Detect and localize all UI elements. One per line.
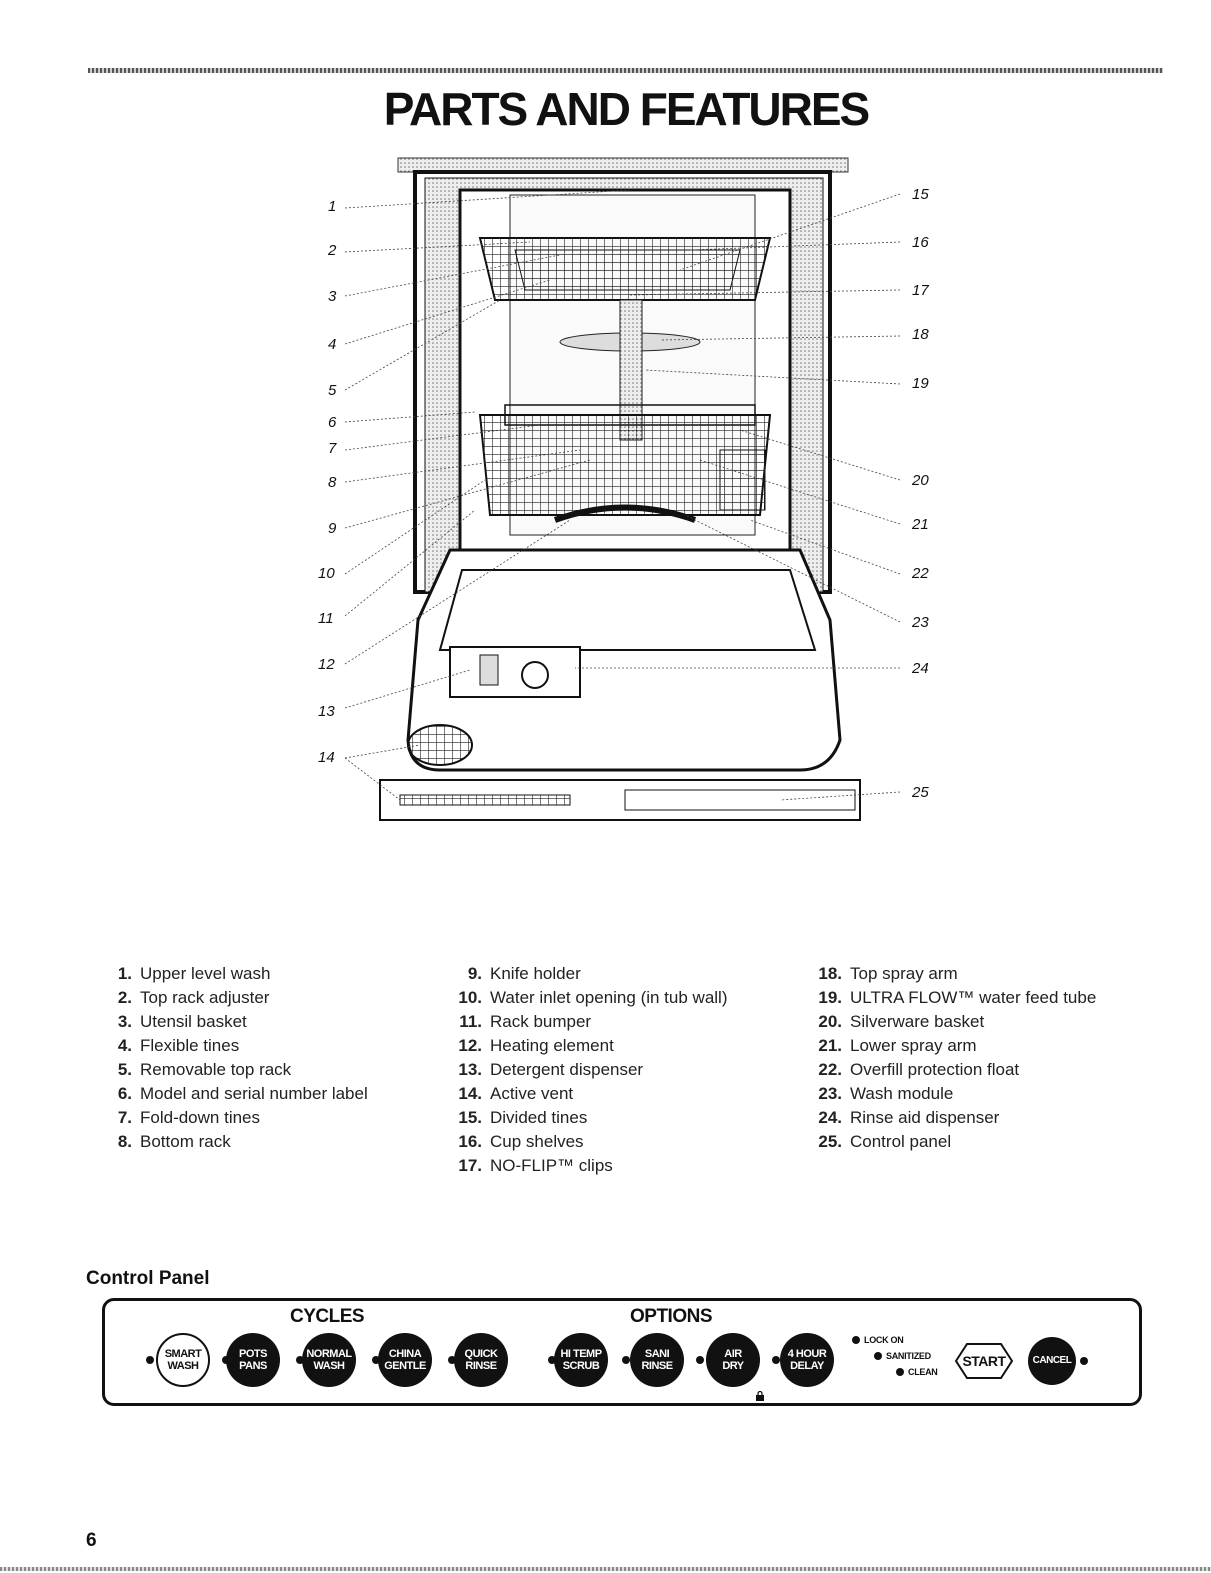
callout-number: 15 <box>912 186 929 203</box>
list-item: 6.Model and serial number label <box>117 1084 368 1103</box>
callout-number: 24 <box>912 660 929 677</box>
bottom-rule <box>0 1567 1211 1571</box>
list-item: 23.Wash module <box>818 1084 954 1103</box>
list-item: 9.Knife holder <box>467 964 581 983</box>
hi-temp-scrub-button[interactable]: HI TEMP SCRUB <box>554 1333 608 1387</box>
indicator-dot <box>548 1356 556 1364</box>
smart-wash-button[interactable]: SMART WASH <box>156 1333 210 1387</box>
indicator-dot <box>146 1356 154 1364</box>
indicator-dot <box>772 1356 780 1364</box>
callout-number: 2 <box>328 242 337 259</box>
indicator-dot <box>622 1356 630 1364</box>
indicator-dot <box>372 1356 380 1364</box>
callout-number: 6 <box>328 414 337 431</box>
control-panel <box>102 1298 1142 1406</box>
list-item: 14.Active vent <box>458 1084 574 1103</box>
callout-number: 5 <box>328 382 337 399</box>
indicator-dot <box>296 1356 304 1364</box>
page-number: 6 <box>86 1530 97 1551</box>
list-item: 13.Detergent dispenser <box>458 1060 644 1079</box>
lock-on-indicator <box>852 1336 860 1344</box>
list-item: 22.Overfill protection float <box>818 1060 1020 1079</box>
pots-pans-button[interactable]: POTS PANS <box>226 1333 280 1387</box>
parts-list-col1: 1.Upper level wash 2.Top rack adjuster 3… <box>100 962 368 1154</box>
start-button-shape <box>954 1343 1014 1379</box>
list-item: 20.Silverware basket <box>818 1012 985 1031</box>
cycles-label: CYCLES <box>290 1306 365 1327</box>
list-item: 19.ULTRA FLOW™ water feed tube <box>818 988 1097 1007</box>
parts-list-col3: 18.Top spray arm 19.ULTRA FLOW™ water fe… <box>810 962 1096 1154</box>
callout-number: 25 <box>912 784 929 801</box>
normal-wash-button[interactable]: NORMAL WASH <box>302 1333 356 1387</box>
callout-number: 22 <box>912 565 929 582</box>
list-item: 25.Control panel <box>818 1132 952 1151</box>
callout-number: 21 <box>912 516 929 533</box>
callout-number: 9 <box>328 520 337 537</box>
callout-number: 4 <box>328 336 337 353</box>
list-item: 11.Rack bumper <box>459 1012 592 1031</box>
list-item: 3.Utensil basket <box>117 1012 247 1031</box>
clean-indicator <box>896 1368 904 1376</box>
callout-number: 7 <box>328 440 337 457</box>
list-item: 1.Upper level wash <box>117 964 271 983</box>
list-item: 16.Cup shelves <box>458 1132 584 1151</box>
sanitized-indicator <box>874 1352 882 1360</box>
callout-number: 18 <box>912 326 929 343</box>
list-item: 2.Top rack adjuster <box>117 988 270 1007</box>
callout-number: 17 <box>912 282 929 299</box>
list-item: 10.Water inlet opening (in tub wall) <box>458 988 728 1007</box>
list-item: 5.Removable top rack <box>117 1060 292 1079</box>
options-label: OPTIONS <box>630 1306 713 1327</box>
callout-number: 13 <box>318 703 335 720</box>
callout-number: 23 <box>912 614 929 631</box>
parts-list-col2: 9.Knife holder 10.Water inlet opening (i… <box>450 962 728 1178</box>
dishwasher-diagram <box>344 157 901 821</box>
callout-number: 12 <box>318 656 335 673</box>
air-dry-button[interactable]: AIR DRY <box>706 1333 760 1387</box>
four-hour-delay-button[interactable]: 4 HOUR DELAY <box>780 1333 834 1387</box>
lock-icon <box>755 1388 765 1401</box>
top-rule <box>88 68 1163 73</box>
start-button[interactable]: START <box>953 1341 1015 1381</box>
callout-number: 3 <box>328 288 337 305</box>
callout-number: 19 <box>912 375 929 392</box>
clean-label: CLEAN <box>908 1367 938 1377</box>
quick-rinse-button[interactable]: QUICK RINSE <box>454 1333 508 1387</box>
indicator-dot <box>448 1356 456 1364</box>
start-label: START <box>962 1353 1006 1369</box>
sanitized-label: SANITIZED <box>886 1351 931 1361</box>
cancel-button[interactable]: CANCEL <box>1028 1337 1076 1385</box>
list-item: 4.Flexible tines <box>117 1036 240 1055</box>
sani-rinse-button[interactable]: SANI RINSE <box>630 1333 684 1387</box>
list-item: 15.Divided tines <box>458 1108 588 1127</box>
list-item: 18.Top spray arm <box>818 964 958 983</box>
page-title: PARTS AND FEATURES <box>383 83 871 135</box>
callout-number: 11 <box>318 610 334 627</box>
callout-number: 10 <box>318 565 335 582</box>
lock-on-label: LOCK ON <box>864 1335 904 1345</box>
list-item: 21.Lower spray arm <box>818 1036 977 1055</box>
list-item: 17.NO-FLIP™ clips <box>458 1156 613 1175</box>
section-heading: Control Panel <box>86 1268 210 1289</box>
callout-number: 1 <box>328 198 337 215</box>
list-item: 8.Bottom rack <box>117 1132 231 1151</box>
china-gentle-button[interactable]: CHINA GENTLE <box>378 1333 432 1387</box>
callout-number: 8 <box>328 474 337 491</box>
callout-number: 14 <box>318 749 335 766</box>
callout-number: 20 <box>912 472 929 489</box>
list-item: 24.Rinse aid dispenser <box>818 1108 1000 1127</box>
callout-number: 16 <box>912 234 929 251</box>
list-item: 7.Fold-down tines <box>117 1108 261 1127</box>
indicator-dot <box>1080 1357 1088 1365</box>
list-item: 12.Heating element <box>458 1036 614 1055</box>
indicator-dot <box>696 1356 704 1364</box>
